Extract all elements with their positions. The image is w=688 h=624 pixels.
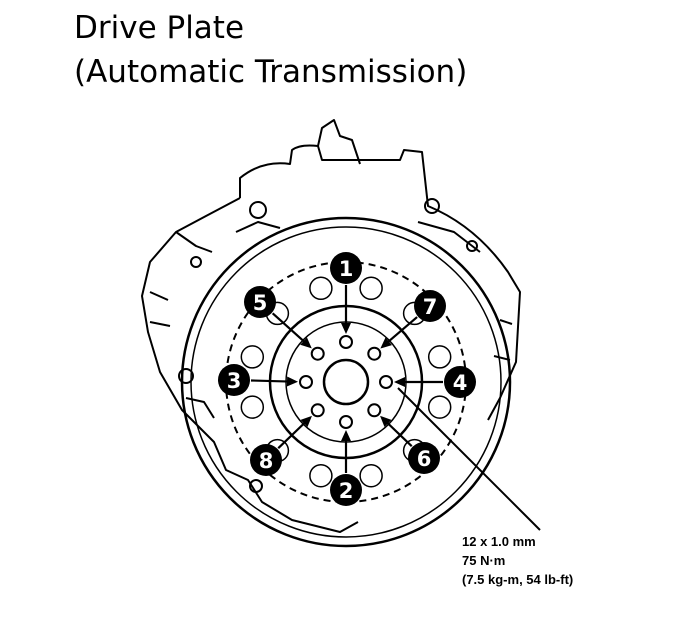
arrowhead-7 [380,337,392,349]
engine-block-outline [141,119,521,533]
arrowhead-4 [394,377,405,387]
arrowhead-8 [300,415,312,428]
leader-line-6 [385,420,413,448]
arrowhead-1 [341,323,351,334]
leader-line-8 [277,420,307,450]
badge-number: 6 [417,447,432,471]
badge-disc [330,252,362,284]
bolt-size: 12 x 1.0 mm [462,534,536,549]
leader-line-7 [385,316,418,345]
bolt-hole-2 [339,415,353,429]
lightening-hole [359,276,383,301]
bolt-hole-6 [367,403,382,418]
torque-spec: 12 x 1.0 mm 75 N·m (7.5 kg-m, 54 lb-ft) [462,532,573,589]
badge-number: 4 [453,371,468,395]
sequence-badge-8: 8 [250,444,282,476]
bolt-hole-7 [367,346,382,361]
badge-disc [408,442,440,474]
arrowhead-5 [300,337,312,349]
badge-number: 7 [423,295,438,319]
bolt-hole-8 [310,403,325,418]
bolt-hole-3 [299,375,313,389]
bolt-hole-1 [339,335,353,349]
sequence-badge-5: 5 [244,286,276,318]
lightening-hole [240,395,265,419]
lightening-hole [309,463,333,488]
badge-number: 2 [339,479,354,503]
badge-number: 8 [259,449,274,473]
badge-number: 3 [227,369,242,393]
badge-disc [444,366,476,398]
torque-nm: 75 N·m [462,553,506,568]
badge-disc [414,290,446,322]
sequence-badge-1: 1 [330,252,362,284]
drive-plate-outer-rim [180,216,512,548]
sequence-badge-2: 2 [330,474,362,506]
arrowhead-6 [380,415,392,428]
arrowhead-2 [341,430,351,441]
lightening-hole [427,395,452,419]
badge-number: 5 [253,291,268,315]
diagram-title: Drive Plate (Automatic Transmission) [74,6,467,94]
drive-plate-rim-inner [190,226,502,538]
lightening-hole [240,345,265,369]
title-line-1: Drive Plate [74,10,245,46]
lightening-hole [427,345,452,369]
lightening-hole [309,276,333,301]
badge-number: 1 [339,257,354,281]
leader-line-3 [250,379,291,383]
sequence-badge-3: 3 [218,364,250,396]
sequence-badge-7: 7 [414,290,446,322]
title-line-2: (Automatic Transmission) [74,54,468,90]
badge-disc [218,364,250,396]
crankshaft-center-hole [322,358,370,406]
badge-disc [250,444,282,476]
sequence-badge-6: 6 [408,442,440,474]
bolt-hole-5 [310,346,325,361]
badge-disc [244,286,276,318]
engine-block-bosses [178,198,478,493]
torque-callout-leader [397,387,541,531]
torque-alt-units: (7.5 kg-m, 54 lb-ft) [462,572,574,587]
bolt-hole-4 [379,375,393,389]
leader-line-5 [271,312,307,344]
sequence-badge-4: 4 [444,366,476,398]
badge-disc [330,474,362,506]
lightening-hole [359,463,383,488]
tightening-sequence-badges: 1 2 3 4 5 6 7 8 [218,252,476,506]
arrowhead-3 [286,376,299,387]
drive-plate-bolt-holes [299,335,393,429]
sequence-leader-lines [250,285,443,473]
